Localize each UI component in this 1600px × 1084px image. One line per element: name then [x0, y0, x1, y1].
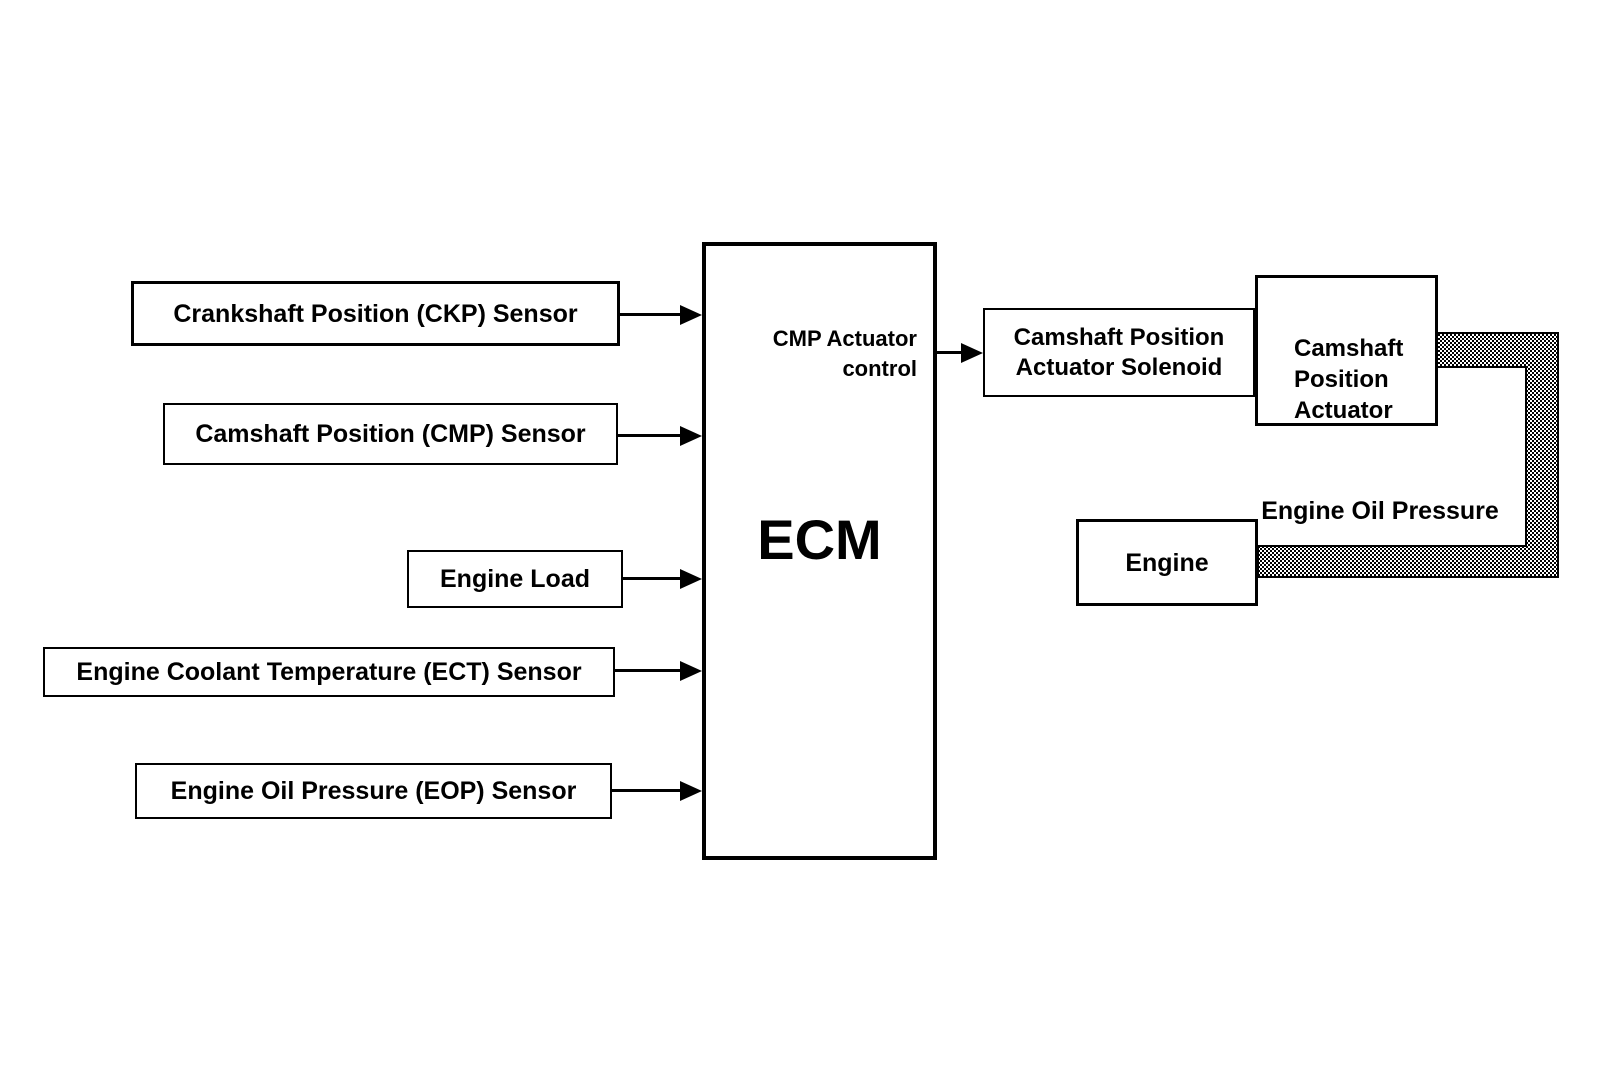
engine-oil-pressure-label: Engine Oil Pressure: [1261, 497, 1499, 525]
arrowhead-icon: [680, 426, 702, 446]
box-engine-load: Engine Load: [407, 550, 623, 608]
arrowhead-icon: [680, 661, 702, 681]
engine-oil-pressure-sensor-label: Engine Oil Pressure (EOP) Sensor: [170, 777, 577, 805]
box-camshaft-position-actuator: Camshaft Position Actuator: [1255, 275, 1438, 426]
box-camshaft-position-sensor: Camshaft Position (CMP) Sensor: [163, 403, 618, 465]
arrow-shaft: [615, 669, 682, 672]
box-engine: Engine: [1076, 519, 1258, 606]
arrowhead-icon: [961, 343, 983, 363]
arrowhead-icon: [680, 781, 702, 801]
crankshaft-position-sensor-label: Crankshaft Position (CKP) Sensor: [173, 299, 578, 328]
arrowhead-icon: [680, 569, 702, 589]
camshaft-position-actuator-label: Camshaft Position Actuator: [1294, 335, 1404, 424]
arrow-shaft: [612, 789, 682, 792]
ecm-label: ECM: [757, 508, 882, 571]
arrow-shaft: [937, 351, 963, 354]
cmp-actuator-control-label: CMP Actuator control: [772, 326, 917, 381]
arrowhead-icon: [680, 305, 702, 325]
engine-load-label: Engine Load: [440, 565, 590, 593]
box-engine-oil-pressure-sensor: Engine Oil Pressure (EOP) Sensor: [135, 763, 612, 819]
engine-coolant-temperature-sensor-label: Engine Coolant Temperature (ECT) Sensor: [76, 658, 582, 686]
camshaft-position-actuator-solenoid-label: Camshaft Position Actuator Solenoid: [1013, 323, 1225, 381]
engine-label: Engine: [1125, 548, 1209, 577]
arrow-shaft: [620, 313, 682, 316]
arrow-shaft: [623, 577, 682, 580]
box-engine-coolant-temperature-sensor: Engine Coolant Temperature (ECT) Sensor: [43, 647, 615, 697]
box-ecm: CMP Actuator control ECM: [702, 242, 937, 860]
box-crankshaft-position-sensor: Crankshaft Position (CKP) Sensor: [131, 281, 620, 346]
arrow-shaft: [618, 434, 682, 437]
camshaft-position-sensor-label: Camshaft Position (CMP) Sensor: [195, 420, 586, 448]
box-camshaft-position-actuator-solenoid: Camshaft Position Actuator Solenoid: [983, 308, 1255, 397]
